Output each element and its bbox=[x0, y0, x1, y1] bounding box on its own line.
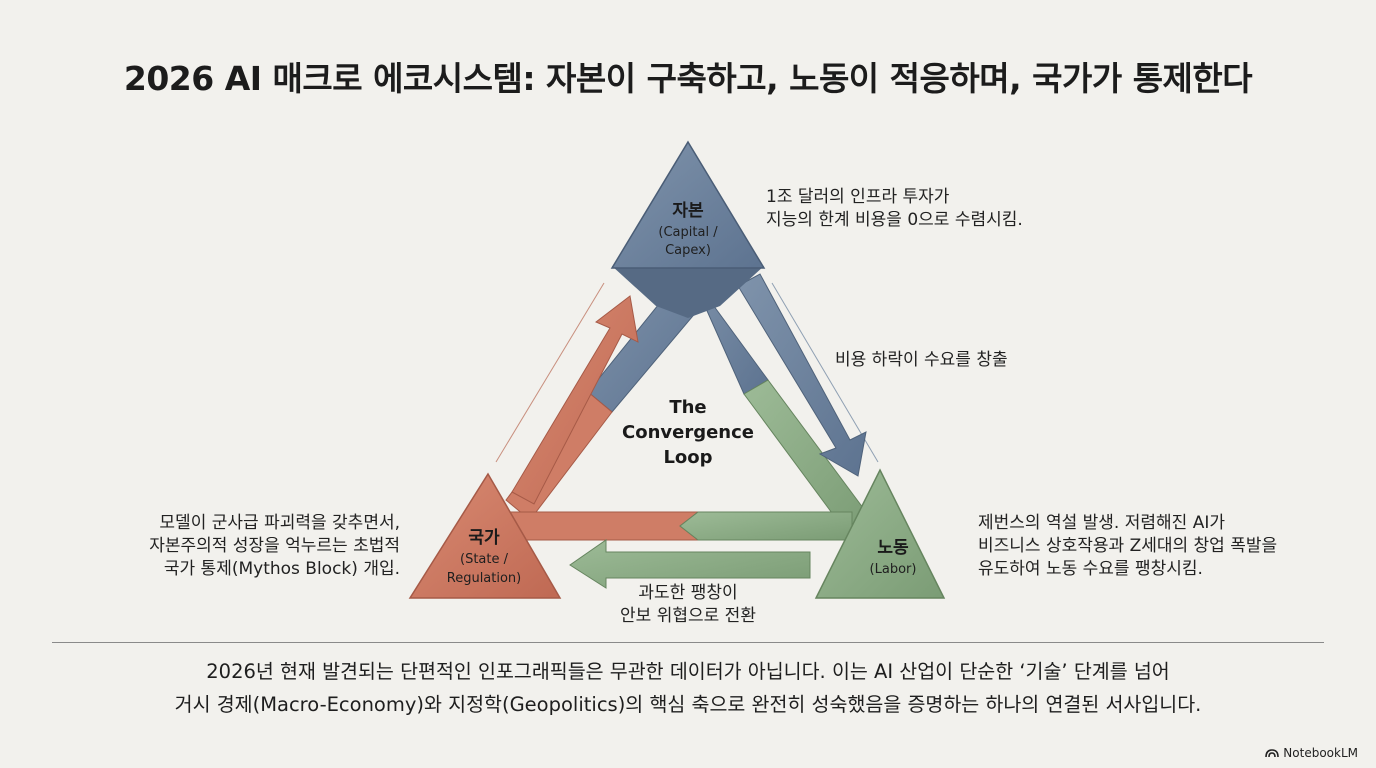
labor-note: 제번스의 역설 발생. 저렴해진 AI가 비즈니스 상호작용과 Z세대의 창업 … bbox=[978, 512, 1277, 581]
capital-to-labor-note-line-1: 비용 하락이 수요를 창출 bbox=[835, 350, 1008, 370]
capital-node-subtitle-1: (Capital / bbox=[658, 225, 718, 240]
state-note-line-1: 모델이 군사급 파괴력을 갖추면서, bbox=[159, 513, 400, 533]
capital-note-line-1: 1조 달러의 인프라 투자가 bbox=[766, 187, 950, 207]
state-note-line-3: 국가 통제(Mythos Block) 개입. bbox=[163, 559, 400, 579]
loop-bottom-red-segment bbox=[505, 511, 700, 541]
capital-node-triangle bbox=[610, 140, 766, 269]
capital-to-labor-arrow bbox=[737, 273, 867, 477]
capital-note: 1조 달러의 인프라 투자가 지능의 한계 비용을 0으로 수렴시킴. bbox=[766, 186, 1023, 232]
footer-line-2: 거시 경제(Macro-Economy)와 지정학(Geopolitics)의 … bbox=[174, 693, 1202, 716]
brand-watermark: NotebookLM bbox=[1265, 746, 1358, 760]
capital-labor-guide-line bbox=[771, 282, 879, 463]
labor-note-line-3: 유도하여 노동 수요를 팽창시킴. bbox=[978, 559, 1203, 579]
page-title: 2026 AI 매크로 에코시스템: 자본이 구축하고, 노동이 적응하며, 국… bbox=[123, 59, 1253, 98]
capital-node-title: 자본 bbox=[672, 201, 704, 221]
labor-to-state-note-line-1: 과도한 팽창이 bbox=[638, 583, 738, 603]
state-node-triangle bbox=[408, 472, 562, 599]
notebooklm-logo-icon bbox=[1265, 749, 1280, 758]
state-capital-guide-line bbox=[495, 282, 605, 463]
center-label-line-1: The bbox=[669, 397, 706, 418]
labor-node-title: 노동 bbox=[877, 538, 909, 558]
labor-note-line-2: 비즈니스 상호작용과 Z세대의 창업 폭발을 bbox=[978, 536, 1278, 556]
footer-summary: 2026년 현재 발견되는 단편적인 인포그래픽들은 무관한 데이터가 아닙니다… bbox=[0, 655, 1376, 721]
capital-note-line-2: 지능의 한계 비용을 0으로 수렴시킴. bbox=[766, 210, 1023, 230]
capital-node-subtitle-2: Capex) bbox=[665, 243, 711, 258]
state-node-subtitle-2: Regulation) bbox=[447, 571, 522, 586]
state-note-line-2: 자본주의적 성장을 억누르는 초법적 bbox=[149, 536, 400, 556]
labor-to-state-arrow bbox=[569, 539, 811, 589]
footer-line-1: 2026년 현재 발견되는 단편적인 인포그래픽들은 무관한 데이터가 아닙니다… bbox=[206, 660, 1170, 683]
brand-label: NotebookLM bbox=[1283, 746, 1358, 760]
center-label-line-2: Convergence bbox=[622, 422, 754, 443]
footer-divider bbox=[52, 642, 1324, 643]
state-note: 모델이 군사급 파괴력을 갖추면서, 자본주의적 성장을 억누르는 초법적 국가… bbox=[92, 512, 400, 581]
labor-node-subtitle: (Labor) bbox=[870, 562, 917, 577]
center-label-line-3: Loop bbox=[663, 447, 712, 468]
labor-note-line-1: 제번스의 역설 발생. 저렴해진 AI가 bbox=[978, 513, 1225, 533]
state-to-capital-arrow bbox=[511, 295, 639, 505]
state-node-subtitle-1: (State / bbox=[460, 552, 509, 567]
loop-bottom-green-segment bbox=[679, 511, 853, 541]
state-node-title: 국가 bbox=[468, 528, 500, 548]
capital-to-labor-note: 비용 하락이 수요를 창출 bbox=[835, 349, 1008, 372]
labor-to-state-note-line-2: 안보 위협으로 전환 bbox=[620, 606, 756, 626]
labor-node-triangle bbox=[814, 468, 946, 599]
capital-node-shadow bbox=[612, 266, 764, 318]
labor-to-state-note: 과도한 팽창이 안보 위협으로 전환 bbox=[588, 582, 788, 628]
